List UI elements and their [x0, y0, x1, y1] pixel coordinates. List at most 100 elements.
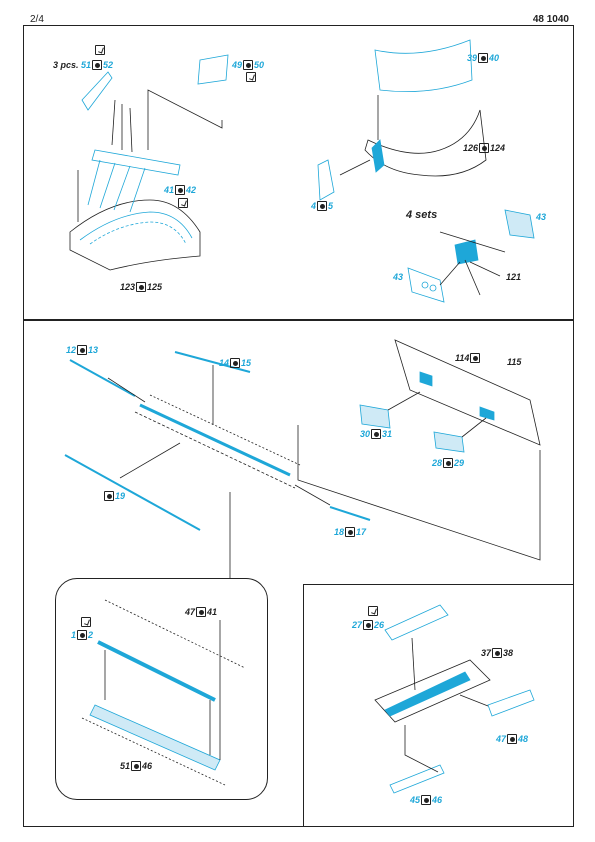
glue-check-icon [95, 45, 105, 55]
part-number: 13 [88, 345, 99, 355]
kit-code: 48 1040 [532, 14, 569, 25]
mirror-part-icon [363, 620, 374, 630]
part-number: 121 [506, 272, 522, 282]
glue-mark [94, 45, 106, 55]
mirror-part-icon [479, 143, 490, 153]
label-51-46: 51 46 [120, 761, 152, 771]
label-39-40: 39 40 [467, 53, 499, 63]
label-41-42: 41 42 [164, 185, 196, 195]
part-number: 46 [432, 795, 443, 805]
part-number: 123 [120, 282, 136, 292]
mirror-part-icon [131, 761, 142, 771]
seat-assembly-right [317, 39, 535, 303]
part-number: 49 [232, 60, 243, 70]
part-number: 115 [507, 357, 522, 367]
part-number: 43 [536, 212, 547, 222]
part-number: 47 [496, 734, 507, 744]
mirror-part-icon [478, 53, 489, 63]
label-49-50: 49 50 [232, 60, 264, 70]
part-number: 14 [219, 358, 230, 368]
mirror-part-icon [371, 429, 382, 439]
part-number: 28 [432, 458, 443, 468]
tray-assembly [374, 604, 535, 794]
part-number: 5 [328, 201, 334, 211]
part-number: 47 [185, 607, 196, 617]
mirror-part-icon [421, 795, 432, 805]
part-number: 4 [311, 201, 317, 211]
mirror-part-icon [77, 345, 88, 355]
mirror-part-icon [104, 491, 114, 501]
part-number: 51 [120, 761, 131, 771]
glue-mark [245, 72, 257, 82]
panel-4 [55, 578, 268, 800]
label-114: 114 [455, 353, 481, 363]
part-number: 48 [518, 734, 529, 744]
seat-assembly-left [69, 54, 229, 271]
part-number: 42 [186, 185, 197, 195]
mirror-part-icon [243, 60, 254, 70]
part-number: 124 [490, 143, 506, 153]
part-number: 51 [81, 60, 92, 70]
label-19: 19 [103, 491, 125, 501]
mirror-part-icon [230, 358, 241, 368]
label-30-31: 30 31 [360, 429, 392, 439]
part-number: 1 [71, 630, 77, 640]
glue-mark [367, 606, 379, 616]
glue-mark [80, 617, 92, 627]
page-number: 2/4 [30, 14, 44, 25]
part-number: 114 [455, 353, 470, 363]
label-37-38: 37 38 [481, 648, 513, 658]
part-number: 126 [463, 143, 479, 153]
part-number: 15 [241, 358, 252, 368]
part-number: 31 [382, 429, 393, 439]
part-number: 46 [142, 761, 153, 771]
mirror-part-icon [92, 60, 103, 70]
glue-check-icon [368, 606, 378, 616]
part-number: 30 [360, 429, 371, 439]
part-number: 37 [481, 648, 492, 658]
mirror-part-icon [77, 630, 88, 640]
part-number: 19 [115, 491, 126, 501]
label-126-124: 126 124 [463, 143, 505, 153]
part-number: 50 [254, 60, 265, 70]
label-14-15: 14 15 [219, 358, 251, 368]
mirror-part-icon [175, 185, 186, 195]
part-number: 17 [356, 527, 367, 537]
panel-3 [23, 320, 574, 827]
glue-mark [177, 198, 189, 208]
label-47-48: 47 48 [496, 734, 528, 744]
label-123-125: 123 125 [120, 282, 162, 292]
part-number: 38 [503, 648, 514, 658]
glue-check-icon [81, 617, 91, 627]
glue-check-icon [178, 198, 188, 208]
glue-check-icon [246, 72, 256, 82]
part-number: 39 [467, 53, 478, 63]
part-number: 52 [103, 60, 114, 70]
mirror-part-icon [492, 648, 503, 658]
mirror-part-icon [507, 734, 518, 744]
mirror-part-icon [196, 607, 207, 617]
part-number: 18 [334, 527, 345, 537]
mirror-part-icon [136, 282, 147, 292]
part-number: 40 [489, 53, 500, 63]
part-number: 125 [147, 282, 163, 292]
mirror-part-icon [345, 527, 356, 537]
part-number: 41 [164, 185, 175, 195]
rails-assembly [64, 339, 541, 578]
part-number: 27 [352, 620, 363, 630]
panel-1 [23, 25, 574, 320]
mirror-part-icon [317, 201, 328, 211]
part-number: 12 [66, 345, 77, 355]
panel-5 [303, 584, 574, 827]
label-12-13: 12 13 [66, 345, 98, 355]
mirror-part-icon [443, 458, 454, 468]
